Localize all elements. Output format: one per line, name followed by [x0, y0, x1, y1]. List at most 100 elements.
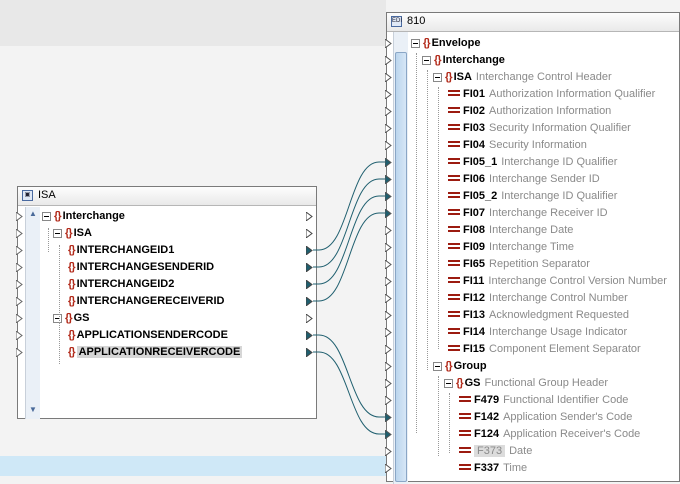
output-port[interactable]: [305, 279, 313, 290]
collapse-toggle[interactable]: [53, 314, 62, 323]
input-port[interactable]: [15, 279, 23, 290]
element-icon: {}: [456, 377, 464, 389]
input-port[interactable]: [384, 242, 392, 253]
scroll-down-arrow[interactable]: ▼: [29, 405, 37, 414]
collapse-toggle[interactable]: [444, 379, 453, 388]
input-port[interactable]: [15, 211, 23, 222]
input-port[interactable]: [384, 55, 392, 66]
isa-component-window[interactable]: ▣ ISA ▲ ▼ {}Interchange{}ISA{}INTERCHANG…: [15, 186, 317, 419]
collapse-toggle[interactable]: [422, 56, 431, 65]
input-port[interactable]: [384, 106, 392, 117]
input-port[interactable]: [384, 72, 392, 83]
canvas-band-bottom: [0, 456, 386, 476]
input-port[interactable]: [15, 313, 23, 324]
tree-guide-line: [438, 87, 439, 349]
input-port[interactable]: [384, 310, 392, 321]
edi-tree-row[interactable]: {}Envelope: [411, 35, 484, 52]
input-port[interactable]: [15, 347, 23, 358]
mapping-connector-line[interactable]: [313, 334, 385, 418]
isa-tree-row[interactable]: {}ISA: [53, 225, 92, 242]
input-port[interactable]: [384, 361, 392, 372]
isa-tree-row[interactable]: {}Interchange: [42, 208, 125, 225]
input-port[interactable]: [15, 330, 23, 341]
output-port[interactable]: [305, 245, 313, 256]
output-port[interactable]: [305, 211, 313, 222]
input-port[interactable]: [384, 259, 392, 270]
node-label: FI09: [463, 241, 486, 253]
collapse-toggle[interactable]: [433, 73, 442, 82]
left-vertical-scrollbar[interactable]: ▲ ▼: [25, 207, 40, 419]
input-port[interactable]: [15, 245, 23, 256]
input-port[interactable]: [15, 228, 23, 239]
output-port[interactable]: [305, 330, 313, 341]
mapping-connector-line[interactable]: [313, 161, 385, 251]
output-port[interactable]: [305, 313, 313, 324]
collapse-toggle[interactable]: [53, 229, 62, 238]
mapping-connector-line[interactable]: [313, 212, 385, 302]
input-port[interactable]: [384, 140, 392, 151]
input-port[interactable]: [15, 262, 23, 273]
input-port[interactable]: [15, 296, 23, 307]
input-port[interactable]: [384, 463, 392, 474]
scroll-up-arrow[interactable]: ▲: [29, 209, 37, 218]
input-port[interactable]: [384, 327, 392, 338]
input-port[interactable]: [384, 225, 392, 236]
isa-tree-row[interactable]: {}INTERCHANGEID2: [64, 276, 174, 293]
isa-tree-row[interactable]: {}APPLICATIONSENDERCODE: [64, 327, 228, 344]
input-port[interactable]: [384, 344, 392, 355]
input-port[interactable]: [384, 293, 392, 304]
mapping-connector-line[interactable]: [313, 195, 385, 285]
input-port[interactable]: [384, 38, 392, 49]
input-port[interactable]: [384, 378, 392, 389]
isa-tree-row[interactable]: {}INTERCHANGEID1: [64, 242, 174, 259]
isa-tree-row[interactable]: {}GS: [53, 310, 89, 327]
collapse-toggle[interactable]: [433, 362, 442, 371]
810-window-titlebar[interactable]: EDI 810: [387, 13, 679, 32]
isa-tree-row[interactable]: {}INTERCHANGESENDERID: [64, 259, 214, 276]
input-port[interactable]: [384, 446, 392, 457]
input-port[interactable]: [384, 395, 392, 406]
output-port[interactable]: [305, 262, 313, 273]
edi-tree-row[interactable]: {}Group: [433, 358, 491, 375]
isa-window-titlebar[interactable]: ▣ ISA: [18, 187, 316, 206]
output-port[interactable]: [305, 347, 313, 358]
edi-tree-row[interactable]: {}Interchange: [422, 52, 509, 69]
input-port[interactable]: [384, 276, 392, 287]
output-port[interactable]: [305, 296, 313, 307]
input-port[interactable]: [384, 123, 392, 134]
element-icon: {}: [434, 54, 442, 66]
mapping-connector-line[interactable]: [313, 351, 385, 435]
mapping-connector-line[interactable]: [313, 178, 385, 268]
right-vertical-scrollbar[interactable]: [393, 32, 408, 484]
collapse-toggle[interactable]: [42, 212, 51, 221]
isa-tree-row[interactable]: {}INTERCHANGERECEIVERID: [64, 293, 224, 310]
input-port[interactable]: [384, 89, 392, 100]
collapse-toggle[interactable]: [411, 39, 420, 48]
isa-tree-row[interactable]: {}APPLICATIONRECEIVERCODE: [64, 344, 243, 361]
output-port[interactable]: [305, 228, 313, 239]
